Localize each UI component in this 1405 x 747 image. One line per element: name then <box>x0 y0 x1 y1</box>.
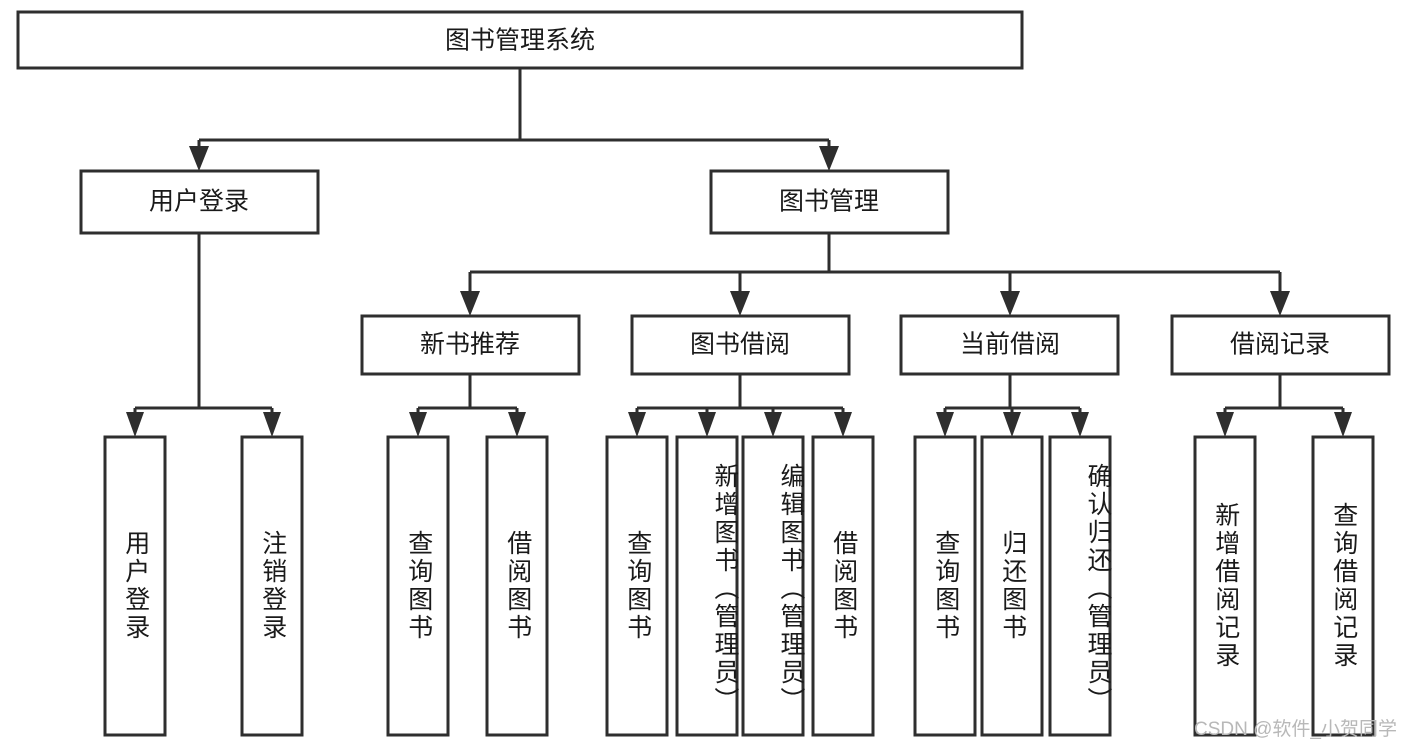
arrow-to-leaf-edit-book-admin <box>764 412 782 437</box>
node-book-management-box[interactable] <box>709 169 950 235</box>
arrow-to-book-management <box>819 146 839 171</box>
node-leaf-add-book-admin-box[interactable] <box>675 435 739 737</box>
node-user-login[interactable]: 用户登录 <box>79 169 320 235</box>
node-leaf-borrow-book-rec-box[interactable] <box>485 435 549 737</box>
node-leaf-return-book-box[interactable] <box>980 435 1044 737</box>
node-leaf-add-borrow-record-box[interactable] <box>1193 435 1257 737</box>
node-borrow-record-label: 借阅记录 <box>1230 331 1330 359</box>
node-root-box[interactable] <box>16 10 1024 70</box>
node-leaf-query-book-current-box[interactable] <box>913 435 977 737</box>
arrow-to-leaf-confirm-return-admin <box>1071 412 1089 437</box>
arrow-to-leaf-borrow-book <box>834 412 852 437</box>
node-leaf-user-logout-box[interactable] <box>240 435 304 737</box>
arrow-to-leaf-query-book-rec <box>409 412 427 437</box>
node-book-management-label: 图书管理 <box>779 188 879 216</box>
node-new-book-recommend-label: 新书推荐 <box>420 331 520 359</box>
arrow-to-new-book-recommend <box>460 291 480 316</box>
arrow-to-leaf-add-borrow-record <box>1216 412 1234 437</box>
arrow-to-leaf-user-login <box>126 412 144 437</box>
node-book-borrow[interactable]: 图书借阅 <box>630 314 851 376</box>
node-root-label: 图书管理系统 <box>445 27 595 55</box>
arrow-to-leaf-query-book-borrow <box>628 412 646 437</box>
node-leaf-borrow-book-box[interactable] <box>811 435 875 737</box>
node-leaf-user-login-box[interactable] <box>103 435 167 737</box>
node-new-book-recommend[interactable]: 新书推荐 <box>360 314 581 376</box>
node-user-login-label: 用户登录 <box>149 188 249 216</box>
node-current-borrow-label: 当前借阅 <box>960 331 1060 359</box>
connector-layer <box>126 68 1352 437</box>
node-book-borrow-box[interactable] <box>630 314 851 376</box>
arrow-to-leaf-return-book <box>1003 412 1021 437</box>
node-current-borrow[interactable]: 当前借阅 <box>899 314 1120 376</box>
node-current-borrow-box[interactable] <box>899 314 1120 376</box>
arrow-to-book-borrow <box>730 291 750 316</box>
arrow-to-leaf-user-logout <box>263 412 281 437</box>
node-layer: 图书管理系统 用户登录 图书管理 新书推荐 图书借阅 当前 <box>16 10 1391 737</box>
node-leaf-edit-book-admin-box[interactable] <box>741 435 805 737</box>
node-book-borrow-label: 图书借阅 <box>690 331 790 359</box>
node-leaf-query-book-borrow-box[interactable] <box>605 435 669 737</box>
node-root[interactable]: 图书管理系统 <box>16 10 1024 70</box>
arrow-to-borrow-record <box>1270 291 1290 316</box>
node-book-management[interactable]: 图书管理 <box>709 169 950 235</box>
arrow-to-leaf-query-borrow-record <box>1334 412 1352 437</box>
node-leaf-query-borrow-record-box[interactable] <box>1311 435 1375 737</box>
node-leaf-query-book-rec-box[interactable] <box>386 435 450 737</box>
arrow-to-leaf-add-book-admin <box>698 412 716 437</box>
node-borrow-record[interactable]: 借阅记录 <box>1170 314 1391 376</box>
node-new-book-recommend-box[interactable] <box>360 314 581 376</box>
arrow-to-current-borrow <box>1000 291 1020 316</box>
node-leaf-confirm-return-admin-box[interactable] <box>1048 435 1112 737</box>
node-borrow-record-box[interactable] <box>1170 314 1391 376</box>
arrow-to-leaf-query-book-current <box>936 412 954 437</box>
node-user-login-box[interactable] <box>79 169 320 235</box>
arrow-to-leaf-borrow-book-rec <box>508 412 526 437</box>
arrow-to-user-login <box>189 146 209 171</box>
csdn-watermark: CSDN @软件_小贺同学 <box>1194 719 1397 740</box>
